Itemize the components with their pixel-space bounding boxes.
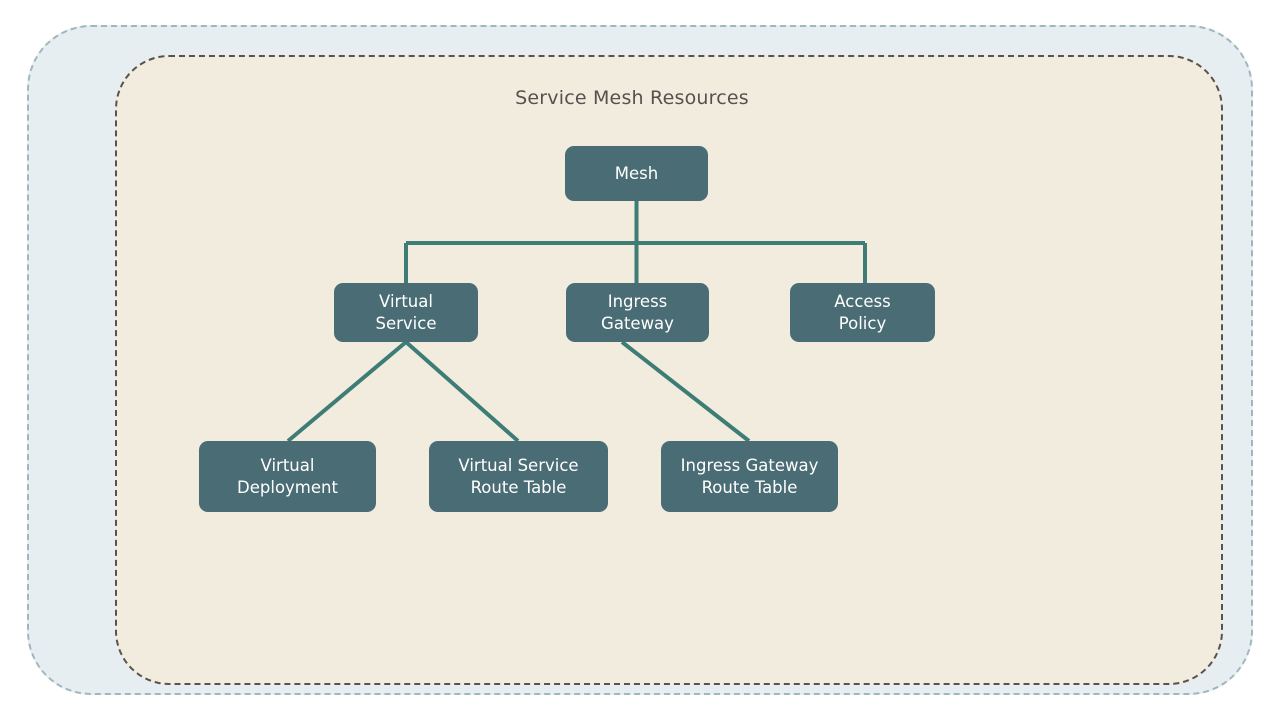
node-virtual-service-route-table-label: Virtual Service Route Table (458, 456, 579, 497)
node-virtual-deployment-label: Virtual Deployment (237, 456, 338, 497)
node-virtual-deployment[interactable]: Virtual Deployment (199, 441, 376, 512)
diagram-title: Service Mesh Resources (515, 87, 749, 109)
node-access-policy-label: Access Policy (834, 292, 891, 333)
node-ingress-gateway-route-table[interactable]: Ingress Gateway Route Table (661, 441, 838, 512)
node-ingress-gateway-label: Ingress Gateway (601, 292, 674, 333)
node-ingress-gateway[interactable]: Ingress Gateway (566, 283, 709, 342)
node-mesh-label: Mesh (614, 163, 659, 183)
node-access-policy[interactable]: Access Policy (790, 283, 935, 342)
node-virtual-service-route-table[interactable]: Virtual Service Route Table (429, 441, 608, 512)
node-ingress-gateway-route-table-label: Ingress Gateway Route Table (680, 456, 819, 497)
node-virtual-service-label: Virtual Service (375, 292, 437, 333)
node-mesh[interactable]: Mesh (565, 146, 708, 201)
node-virtual-service[interactable]: Virtual Service (334, 283, 478, 342)
